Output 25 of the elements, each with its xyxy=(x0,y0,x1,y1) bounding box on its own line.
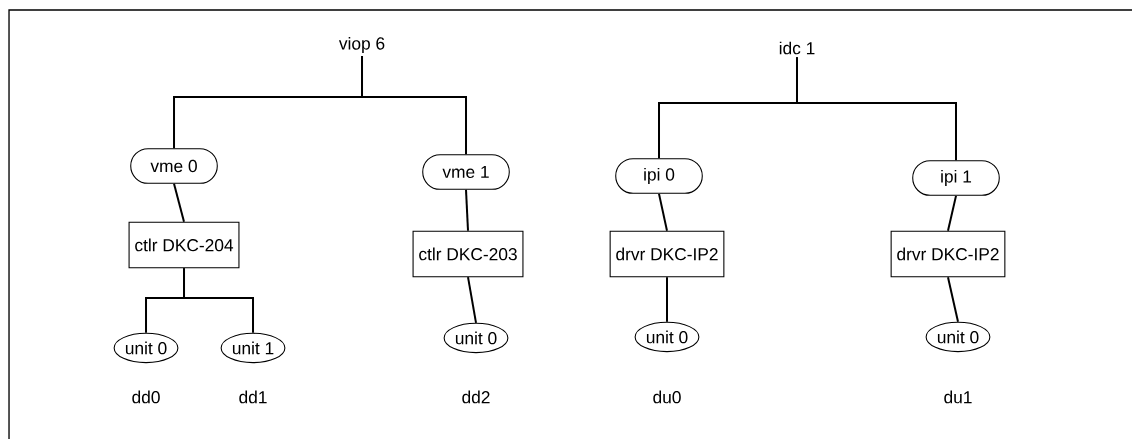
connector-line xyxy=(947,194,957,232)
connector-line xyxy=(465,188,469,232)
connector-line xyxy=(361,55,467,156)
port-pill: vme 0 xyxy=(130,148,218,184)
connector-line xyxy=(666,276,668,323)
device-name: dd0 xyxy=(132,390,160,404)
connector-line xyxy=(173,182,185,223)
label-text: idc 1 xyxy=(779,41,815,55)
port-pill: ipi 1 xyxy=(912,160,1000,196)
connector-line xyxy=(183,267,254,334)
device-box: ctlr DKC-204 xyxy=(128,221,240,269)
device-name: du1 xyxy=(944,390,972,404)
connector-line xyxy=(796,56,957,162)
connector-line xyxy=(658,192,668,232)
device-name: dd2 xyxy=(462,390,490,404)
device-box: drvr DKC-IP2 xyxy=(609,230,725,278)
device-box: ctlr DKC-203 xyxy=(412,230,524,278)
device-box: drvr DKC-IP2 xyxy=(890,230,1006,278)
device-name: du0 xyxy=(653,390,681,404)
connector-line xyxy=(467,276,477,324)
label-text: viop 6 xyxy=(338,36,385,54)
connector-line xyxy=(947,276,959,323)
device-name: dd1 xyxy=(239,390,267,404)
port-pill: ipi 0 xyxy=(615,158,703,194)
port-pill: vme 1 xyxy=(422,154,510,190)
